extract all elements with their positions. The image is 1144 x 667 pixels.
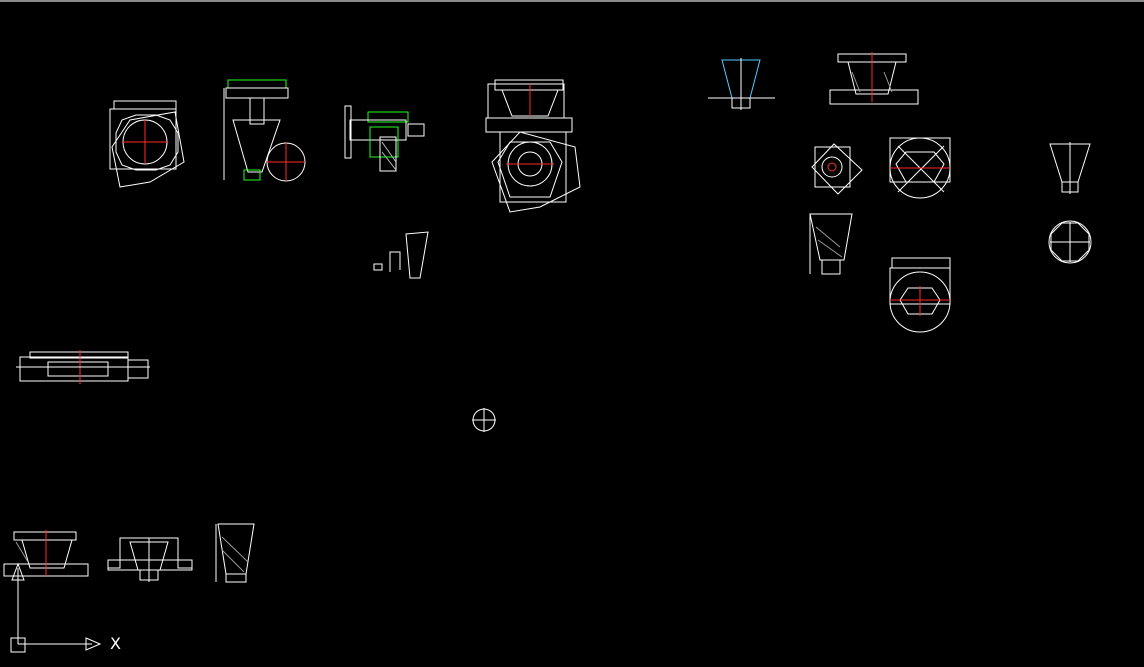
slider-block-section[interactable] — [16, 350, 150, 384]
bottom-liner-section[interactable] — [215, 523, 255, 583]
cone-sleeve-section[interactable] — [809, 213, 853, 275]
housing-plan-view[interactable] — [109, 100, 185, 188]
tapered-funnel[interactable] — [1049, 142, 1091, 194]
octagon-ring-detail[interactable] — [1048, 220, 1092, 264]
ucs-axis-icon — [10, 562, 102, 653]
bottom-hopper-section[interactable] — [107, 537, 193, 582]
bottom-cone-section[interactable] — [3, 530, 89, 577]
small-profile-details[interactable] — [373, 231, 429, 279]
shaft-assembly-section[interactable] — [223, 79, 306, 182]
frame-plan-view[interactable] — [889, 137, 951, 199]
gear-assembly-section[interactable] — [344, 105, 425, 172]
ucs-x-axis-label: X — [110, 634, 121, 653]
cone-liner-section[interactable] — [829, 52, 919, 105]
main-assembly-view[interactable] — [485, 79, 581, 213]
cone-liner-front-view[interactable] — [708, 58, 775, 110]
circle-detail[interactable] — [472, 408, 496, 432]
window-top-border — [0, 0, 1144, 2]
frame-lower-plan[interactable] — [889, 257, 951, 333]
bowl-plan-view[interactable] — [811, 143, 863, 195]
